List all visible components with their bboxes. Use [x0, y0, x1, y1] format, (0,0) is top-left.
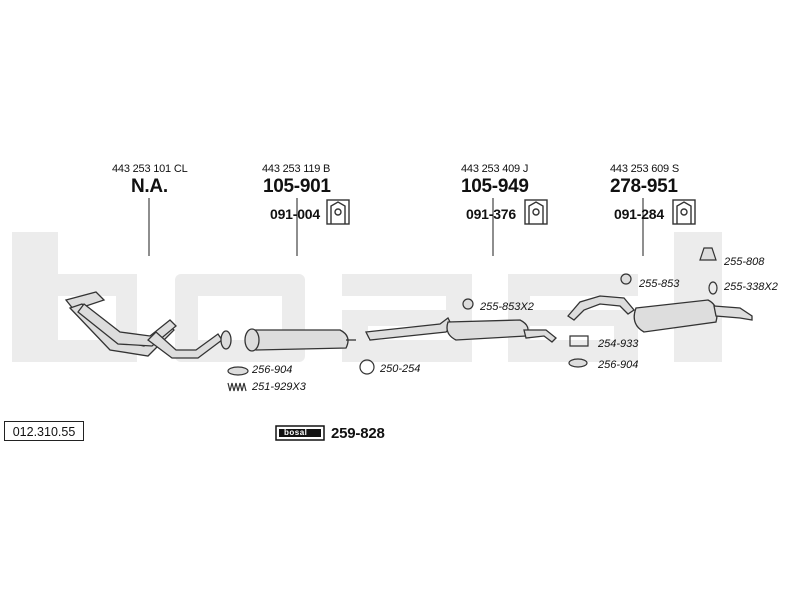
- gasket-icon: [568, 358, 588, 368]
- fitting-label: 256-904: [252, 364, 293, 376]
- clamp-icon: [359, 359, 375, 375]
- oe-number-4: 443 253 609 S: [610, 163, 679, 175]
- part-number-3: 105-949: [461, 176, 529, 197]
- kit-badge-icon: [275, 425, 325, 441]
- fitting-label: 255-853X2: [480, 301, 534, 313]
- fitting-label: 255-853: [639, 278, 680, 290]
- rubber-mount-icon: [524, 199, 548, 225]
- front-silencer-part: [244, 328, 356, 352]
- clamp-icon: [569, 335, 589, 347]
- fitting-label: 256-904: [598, 359, 639, 371]
- kit-badge-label: bosal: [284, 428, 308, 437]
- fitting-label: 255-808: [724, 256, 765, 268]
- part-number-1: N.A.: [131, 176, 168, 197]
- fitting-label: 255-338X2: [724, 281, 778, 293]
- ring-icon: [462, 298, 474, 310]
- mount-number-2: 091-004: [270, 206, 320, 222]
- oe-number-1: 443 253 101 CL: [112, 163, 188, 175]
- fitting-label: 250-254: [380, 363, 421, 375]
- rubber-hanger-icon: [699, 247, 717, 261]
- mount-icons: [326, 199, 696, 225]
- part-number-4: 278-951: [610, 176, 678, 197]
- kit-number: 259-828: [331, 425, 385, 442]
- ring-icon: [708, 281, 718, 295]
- catalog-number: 012.310.55: [4, 421, 84, 441]
- part-number-2: 105-901: [263, 176, 331, 197]
- leader-lines: [148, 198, 644, 256]
- oe-number-2: 443 253 119 B: [262, 163, 331, 175]
- rubber-mount-icon: [326, 199, 350, 225]
- oe-number-3: 443 253 409 J: [461, 163, 529, 175]
- gasket-icon: [227, 366, 249, 376]
- mount-number-4: 091-284: [614, 206, 664, 222]
- ring-icon: [620, 273, 632, 285]
- fitting-label: 251-929X3: [252, 381, 306, 393]
- spring-icon: [227, 382, 247, 392]
- rubber-mount-icon: [672, 199, 696, 225]
- fitting-label: 254-933: [598, 338, 639, 350]
- mount-number-3: 091-376: [466, 206, 516, 222]
- middle-silencer-part: [365, 317, 557, 343]
- rear-silencer-part: [567, 295, 753, 333]
- front-pipe-part: [64, 291, 232, 359]
